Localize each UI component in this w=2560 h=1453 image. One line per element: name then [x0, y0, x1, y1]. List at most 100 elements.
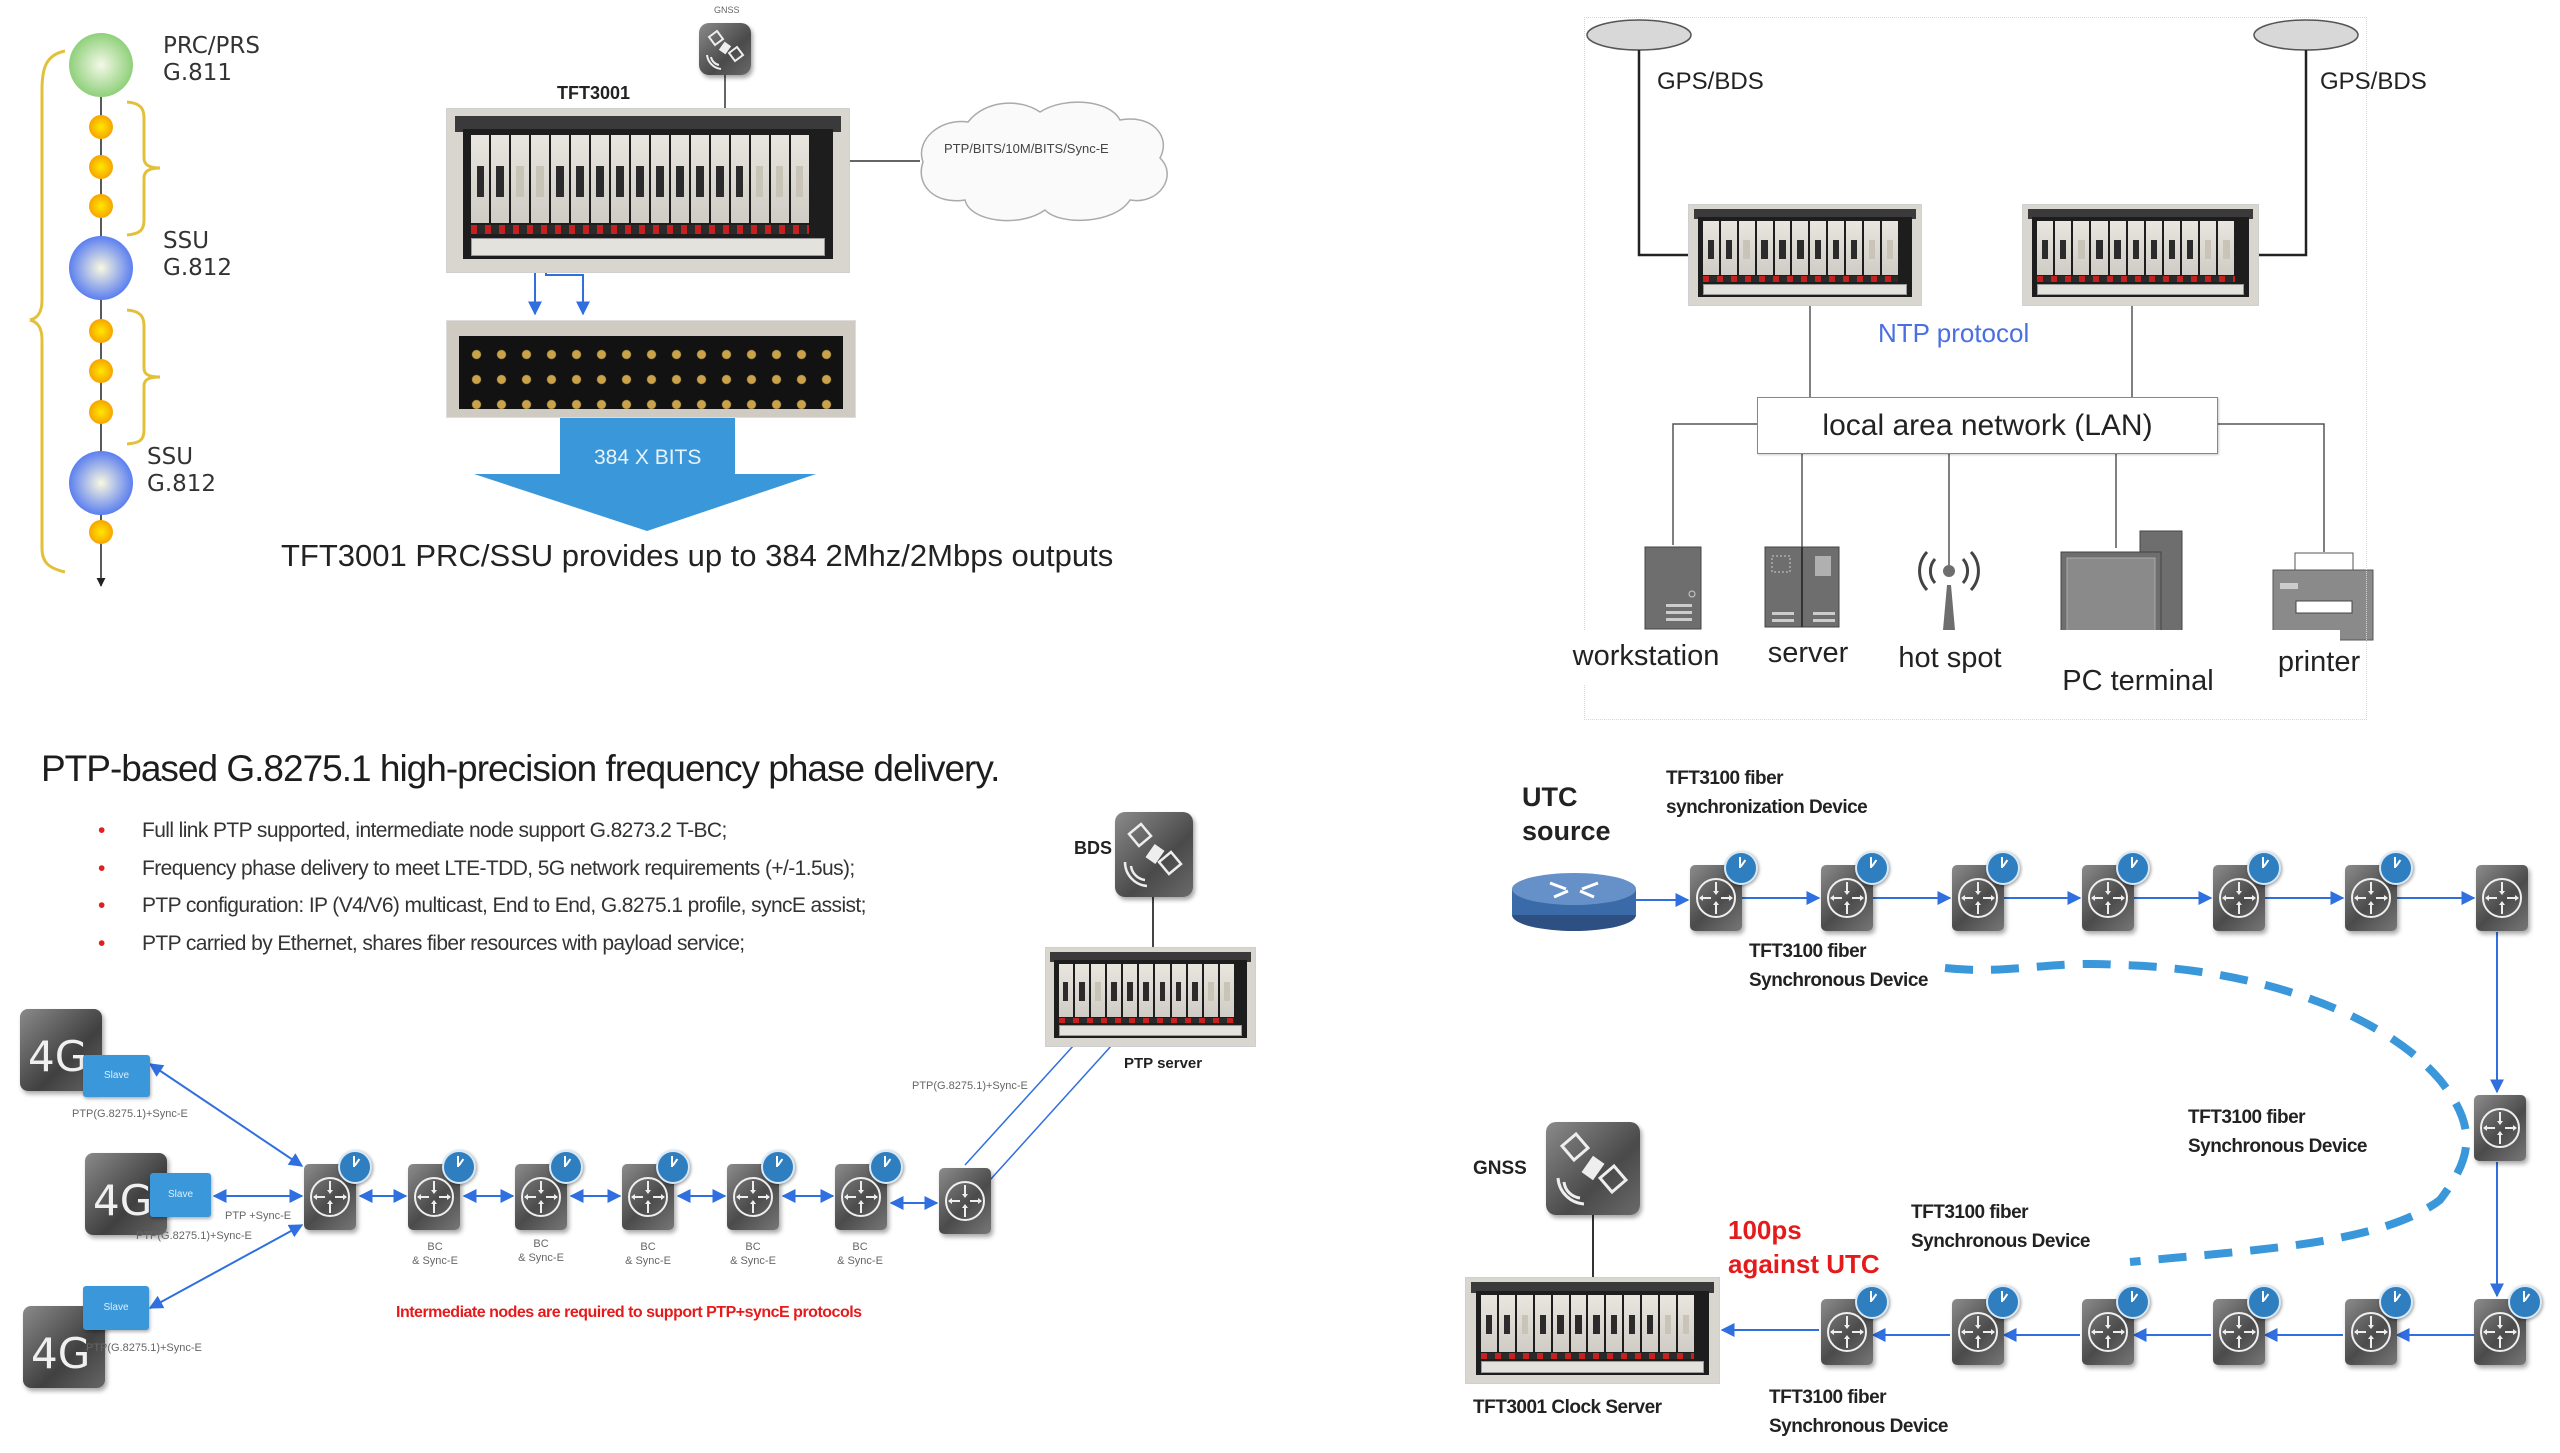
ptp-bullet: •Frequency phase delivery to meet LTE-TD… — [98, 856, 855, 880]
label-strip — [1550, 630, 2340, 685]
device-label-printer: printer — [2277, 646, 2361, 678]
brace-1 — [126, 100, 161, 237]
base-station-4g-icon: 4G — [23, 1306, 105, 1388]
ptp-bullet: •PTP carried by Ethernet, shares fiber r… — [98, 931, 745, 955]
bc-label: BC& Sync-E — [837, 1241, 883, 1267]
relay-node — [89, 319, 113, 343]
router-node-icon — [2474, 1095, 2526, 1161]
ssu-node — [69, 451, 133, 515]
ntp-server-chassis-left — [1688, 204, 1922, 306]
gnss-label-bottom: GNSS — [1473, 1158, 1527, 1179]
prc-name: PRC/PRS — [163, 33, 260, 59]
gnss-satellite-icon — [1546, 1122, 1640, 1215]
ssu-standard: G.812 — [147, 471, 217, 497]
bits-caption: TFT3001 PRC/SSU provides up to 384 2Mhz/… — [281, 538, 1114, 573]
link-label: PTP(G.8275.1)+Sync-E — [136, 1230, 252, 1242]
server-icon — [1764, 546, 1840, 628]
ntp-connectors — [1586, 19, 2359, 575]
clock-icon — [442, 1150, 476, 1184]
router-node-icon — [2476, 865, 2528, 931]
link-label-short: PTP +Sync-E — [225, 1210, 292, 1222]
clock-icon — [2247, 851, 2281, 885]
clock-icon — [338, 1150, 372, 1184]
slave-badge: Slave — [150, 1173, 211, 1217]
ntp-diagram-frame — [1584, 17, 2367, 720]
ptp-connectors — [148, 897, 1154, 1309]
clock-icon — [2379, 1285, 2413, 1319]
device-label-pc-terminal: PC terminal — [2062, 665, 2214, 697]
outer-brace — [29, 49, 66, 574]
clock-icon — [1855, 1285, 1889, 1319]
label-strip-pc — [2043, 680, 2293, 718]
relay-node — [89, 194, 113, 218]
relay-node — [89, 520, 113, 544]
ntp-devices — [1644, 530, 2374, 688]
ptp-bullet: •Full link PTP supported, intermediate n… — [98, 819, 727, 842]
ssu-standard: G.812 — [163, 255, 233, 281]
output-arrow — [474, 416, 816, 531]
clock-icon — [1855, 851, 1889, 885]
device-label-workstation: workstation — [1572, 640, 1720, 672]
ptp-note: Intermediate nodes are required to suppo… — [396, 1304, 862, 1321]
device-label-server: server — [1767, 637, 1849, 669]
ntp-protocol-label: NTP protocol — [1878, 318, 2030, 348]
clock-server-label: TFT3001 Clock Server — [1473, 1397, 1662, 1418]
fiber-connectors — [1592, 891, 2504, 1342]
gps-bds-label-right: GPS/BDS — [2320, 68, 2427, 95]
gnss-label-top: GNSS — [714, 5, 740, 15]
brace-2 — [126, 308, 161, 446]
dashed-sync-path — [1944, 959, 2471, 1266]
router-node-icon — [2474, 1299, 2526, 1365]
ptp-bullet: •PTP configuration: IP (V4/V6) multicast… — [98, 894, 866, 917]
ssu-label-2: SSU G.812 — [147, 444, 216, 498]
device-label-hotspot: hot spot — [1898, 642, 2002, 674]
satellite-icon — [699, 23, 751, 75]
arrow-label: 384 X BITS — [594, 446, 702, 469]
bc-label: BC& Sync-E — [730, 1241, 776, 1267]
ssu-label-1: SSU G.812 — [163, 228, 232, 282]
relay-node — [89, 115, 113, 139]
relay-node — [89, 400, 113, 424]
relay-node — [89, 359, 113, 383]
ntp-server-chassis-right — [2022, 204, 2259, 306]
ssu-name: SSU — [163, 228, 210, 254]
prc-label: PRC/PRS G.811 — [163, 33, 260, 87]
clock-icon — [1724, 851, 1758, 885]
gps-bds-label-left: GPS/BDS — [1657, 68, 1764, 95]
bc-label: BC& Sync-E — [625, 1241, 671, 1267]
bc-label: BC& Sync-E — [412, 1241, 458, 1267]
clock-icon — [549, 1150, 583, 1184]
tft3001-chassis-image — [446, 108, 850, 273]
ptp-server-label: PTP server — [1124, 1055, 1203, 1072]
bds-satellite-icon — [1115, 812, 1193, 897]
link-label: PTP(G.8275.1)+Sync-E — [72, 1108, 188, 1120]
clock-icon — [1986, 851, 2020, 885]
link-label: PTP(G.8275.1)+Sync-E — [86, 1342, 202, 1354]
clock-icon — [2247, 1285, 2281, 1319]
clock-icon — [761, 1150, 795, 1184]
clock-icon — [2379, 851, 2413, 885]
bc-label: BC& Sync-E — [518, 1238, 564, 1264]
printer-icon — [2272, 552, 2374, 641]
clock-icon — [2116, 851, 2150, 885]
server-link-label: PTP(G.8275.1)+Sync-E — [912, 1080, 1028, 1092]
network-cloud — [920, 101, 1168, 222]
prc-standard: G.811 — [163, 60, 233, 86]
workstation-icon — [1644, 546, 1702, 630]
clock-icon — [656, 1150, 690, 1184]
clock-icon — [2116, 1285, 2150, 1319]
ptp-server-chassis — [1045, 947, 1256, 1047]
ssu-name: SSU — [147, 444, 194, 470]
ptp-bullet-list: •Full link PTP supported, intermediate n… — [78, 812, 866, 962]
hierarchy-chain — [29, 33, 161, 587]
hotspot-icon — [1918, 550, 1980, 630]
tft3001-label: TFT3001 — [557, 83, 631, 103]
prc-node — [69, 33, 133, 97]
relay-node — [89, 155, 113, 179]
